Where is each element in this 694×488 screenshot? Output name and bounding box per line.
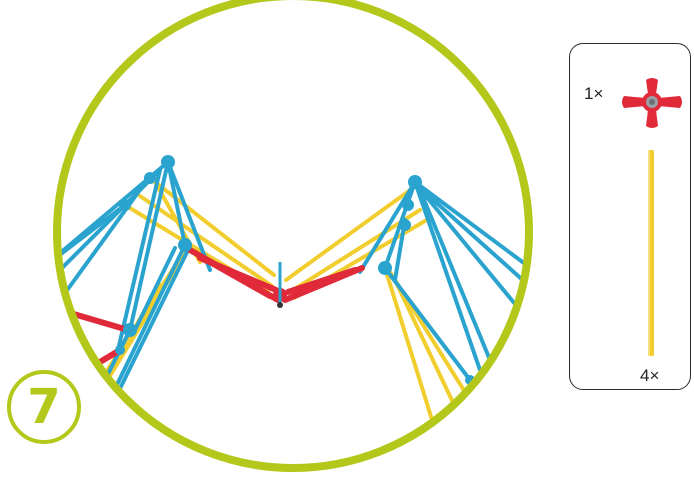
- rod-count: 4×: [640, 366, 660, 385]
- assembly-illustration: [53, 0, 533, 472]
- blue-rods: [57, 160, 529, 468]
- blue-connectors: [115, 155, 475, 385]
- center-connector: [273, 262, 287, 308]
- yellow-rod-icon: [648, 150, 654, 356]
- connector-count: 1×: [584, 84, 604, 103]
- step-badge: 7: [7, 370, 81, 444]
- structure-drawing: [57, 155, 529, 468]
- red-four-way-connector-icon: [622, 78, 682, 128]
- parts-panel: 1× 4×: [569, 43, 691, 390]
- circle-frame: [53, 0, 533, 472]
- step-number: 7: [27, 379, 61, 435]
